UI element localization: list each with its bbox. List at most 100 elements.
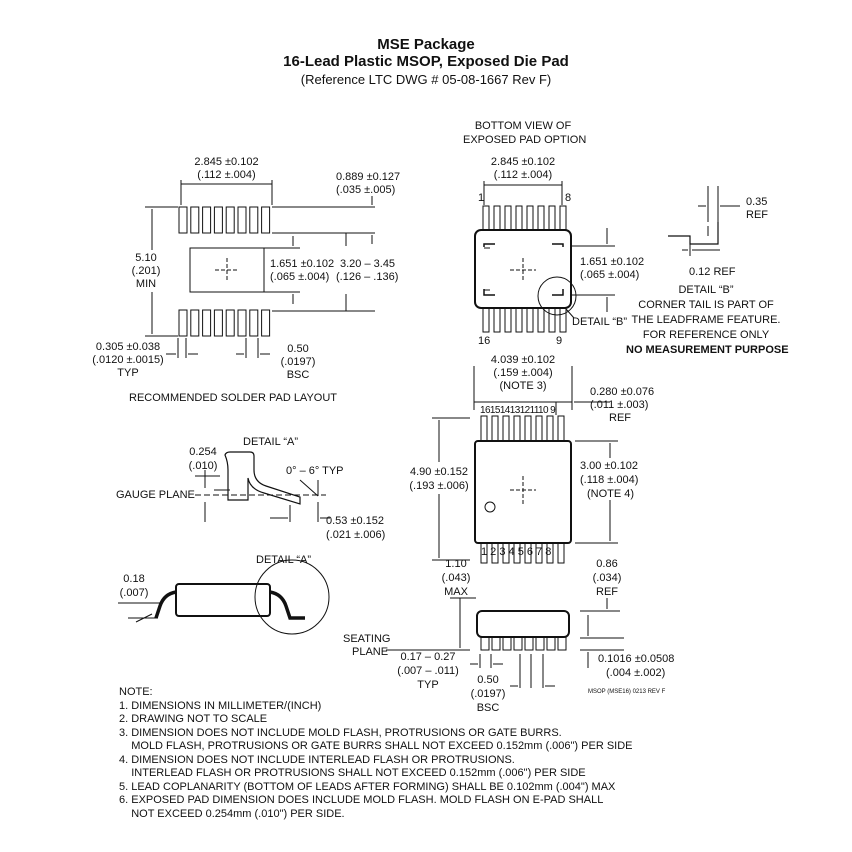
bottom-view-width-dim: 2.845 ±0.102: [490, 156, 556, 168]
solder-pad: [178, 309, 188, 337]
lead: [513, 542, 521, 564]
solder-pad-dim: 1.651 ±0.102: [270, 258, 335, 270]
bottom-view-leads-top: [482, 205, 567, 231]
lead: [535, 415, 543, 442]
seating-plane-label-2: PLANE: [352, 646, 389, 658]
side-view-lead-dim: 0.17 – 0.27: [400, 651, 456, 663]
lead: [502, 542, 510, 564]
note-item: 6. EXPOSED PAD DIMENSION DOES INCLUDE MO…: [119, 794, 604, 806]
side-left-thickness-dim-inch: (.007): [119, 587, 149, 599]
lead: [480, 415, 488, 442]
lead: [480, 636, 490, 651]
bottom-view-width-dim-inch: (.112 ±.004): [493, 169, 553, 181]
lead: [557, 636, 567, 651]
detail-b-dim: 0.35: [746, 196, 768, 208]
solder-pad-layout: [145, 180, 375, 358]
bottom-view-leads-bottom: [482, 307, 567, 333]
solder-pads-top: [178, 206, 271, 234]
gauge-detail-a-label: DETAIL “A”: [243, 436, 299, 448]
notes-header: NOTE:: [119, 686, 153, 698]
solder-pads-bottom: [178, 309, 271, 337]
side-view-pitch-dim: 0.50: [477, 674, 499, 686]
detail-b-drawing: [668, 186, 740, 256]
gauge-dim: 0.254: [189, 446, 217, 458]
lead: [504, 307, 512, 333]
lead: [515, 307, 523, 333]
solder-pad: [213, 206, 223, 234]
note-item: INTERLEAD FLASH OR PROTRUSIONS SHALL NOT…: [119, 767, 586, 779]
lead: [493, 307, 501, 333]
side-view-lead-note: TYP: [417, 679, 439, 691]
side-view-height-dim-inch: (.043): [441, 572, 471, 584]
solder-height-dim-inch: (.201): [131, 265, 161, 277]
detail-b-line-2: THE LEADFRAME FEATURE.: [631, 314, 781, 326]
solder-pad: [190, 206, 200, 234]
solder-pad-dim-inch: (.065 ±.004): [270, 271, 330, 283]
lead: [502, 636, 512, 651]
note-item: 3. DIMENSION DOES NOT INCLUDE MOLD FLASH…: [119, 726, 562, 739]
top-view-top-pins: 16151413121110 9: [480, 405, 556, 416]
bottom-view-pin-9: 9: [556, 335, 563, 347]
lead: [546, 415, 554, 442]
top-view-width-note: (NOTE 3): [499, 380, 547, 392]
solder-pad: [237, 309, 247, 337]
top-view-height-dim: 4.90 ±0.152: [409, 466, 469, 478]
side-view-ref-dim-inch: (.034): [592, 572, 622, 584]
lead: [524, 636, 534, 651]
lead: [535, 542, 543, 564]
lead: [491, 636, 501, 651]
lead: [526, 205, 534, 231]
detail-a-circle: [254, 559, 330, 635]
bottom-view: [474, 181, 615, 333]
top-view-body: [474, 440, 572, 544]
lead: [537, 307, 545, 333]
top-view-bottom-pins: 1 2 3 4 5 6 7 8: [481, 546, 552, 558]
lead: [504, 205, 512, 231]
gauge-angle: 0° – 6° TYP: [286, 465, 344, 477]
detail-b-line-1: CORNER TAIL IS PART OF: [638, 299, 774, 311]
lead: [526, 307, 534, 333]
side-view-lead-dim-inch: (.007 – .011): [397, 665, 459, 677]
solder-lead-width-dim: 0.305 ±0.038: [95, 341, 161, 353]
solder-width-dim-inch: (.112 ±.004): [197, 169, 256, 181]
detail-b-ref-dim: 0.12 REF: [689, 266, 736, 278]
bottom-view-pad-dim-inch: (.065 ±.004): [580, 269, 640, 281]
solder-pitch-dim-inch: (.0197): [280, 356, 316, 368]
lead: [502, 415, 510, 442]
bottom-view-caption: BOTTOM VIEW OF: [474, 120, 572, 132]
lead: [546, 542, 554, 564]
side-view: [386, 597, 624, 688]
solder-pitch-note: BSC: [286, 369, 310, 381]
lead: [548, 307, 556, 333]
solder-height-note: MIN: [135, 278, 157, 290]
bottom-view-detail-b-label: DETAIL “B”: [572, 316, 628, 328]
note-item: 5. LEAD COPLANARITY (BOTTOM OF LEADS AFT…: [119, 780, 616, 793]
side-view-height-dim: 1.10: [445, 558, 467, 570]
solder-span-dim-inch: (.126 – .136): [336, 271, 399, 283]
side-view-standoff-dim: 0.1016 ±0.0508: [598, 653, 675, 665]
solder-pad: [190, 309, 200, 337]
top-view-ref-dim-inch: (.011 ±.003): [590, 399, 649, 411]
solder-pad: [237, 206, 247, 234]
lead: [535, 636, 545, 651]
solder-pad: [202, 309, 212, 337]
gauge-foot-dim-inch: (.021 ±.006): [326, 529, 386, 541]
note-item: MOLD FLASH, PROTRUSIONS OR GATE BURRS SH…: [119, 740, 633, 752]
solder-pad: [213, 309, 223, 337]
gauge-detail: [195, 451, 330, 522]
lead: [513, 636, 523, 651]
notes-block: NOTE: 1. DIMENSIONS IN MILLIMETER/(INCH)…: [119, 686, 633, 821]
lead: [493, 205, 501, 231]
lead: [491, 415, 499, 442]
side-view-height-note: MAX: [444, 586, 468, 598]
bottom-view-pin-16: 16: [478, 335, 491, 347]
bottom-view-pad-dim: 1.651 ±0.102: [580, 256, 645, 268]
note-item: 2. DRAWING NOT TO SCALE: [119, 713, 268, 725]
gauge-foot-dim: 0.53 ±0.152: [326, 515, 385, 527]
detail-b-line-4: NO MEASUREMENT PURPOSE: [626, 344, 789, 356]
seating-plane-label: SEATING: [343, 633, 391, 645]
solder-pitch-tol-dim: 0.889 ±0.127: [336, 171, 401, 183]
solder-pad: [261, 206, 271, 234]
title-description: 16-Lead Plastic MSOP, Exposed Die Pad: [283, 53, 569, 70]
